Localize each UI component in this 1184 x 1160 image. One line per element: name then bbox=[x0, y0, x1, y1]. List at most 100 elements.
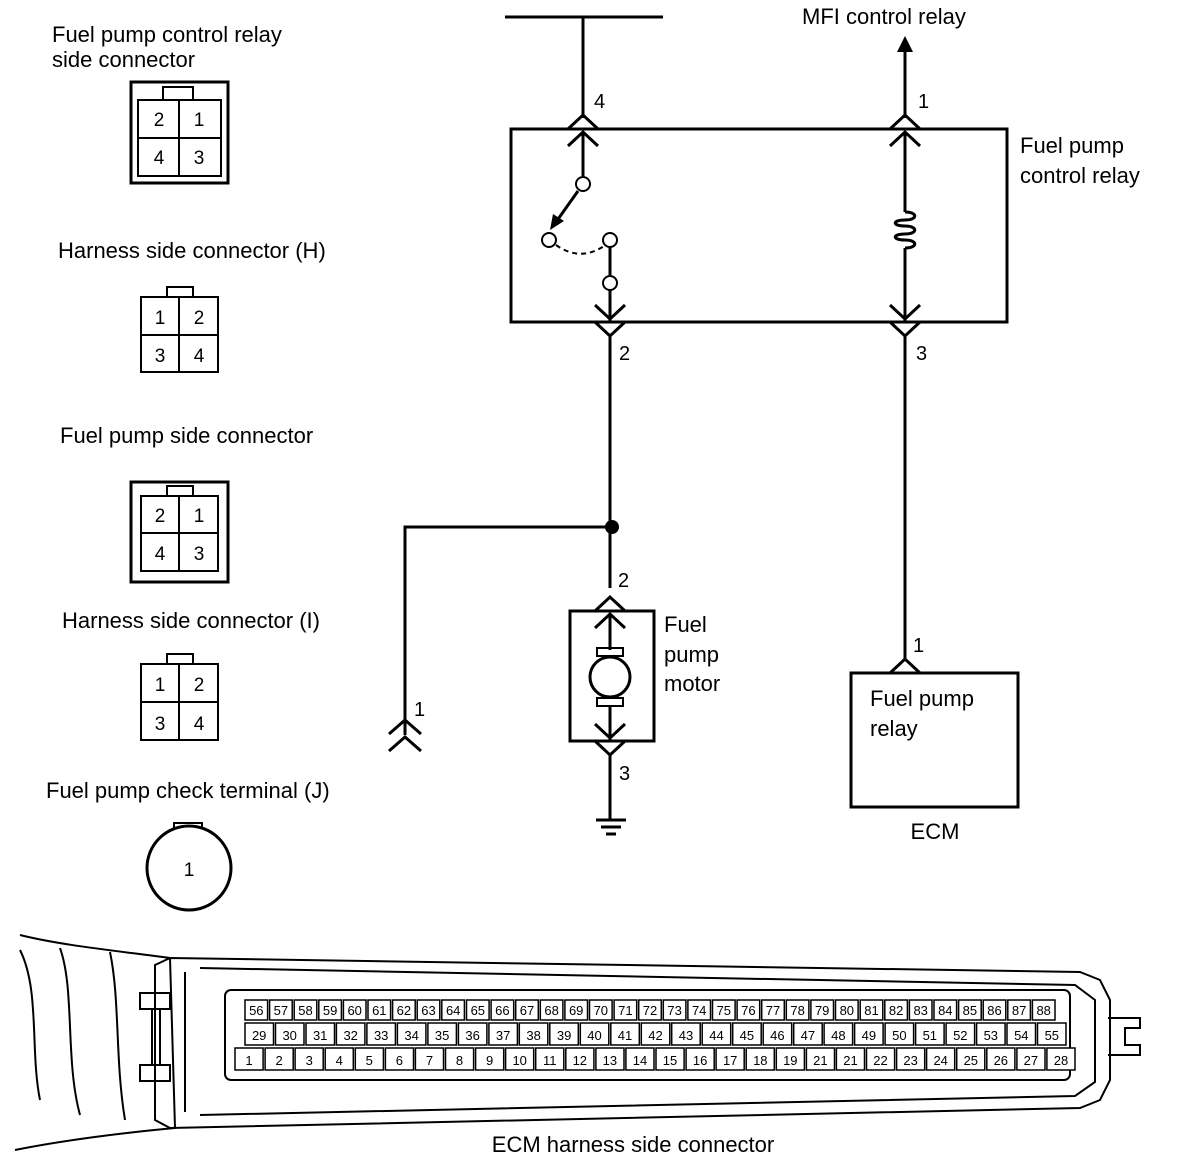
ecm-pin-number: 74 bbox=[692, 1003, 706, 1018]
relay-pin-1: 1 bbox=[918, 91, 929, 113]
check-terminal-wire-pin: 1 bbox=[414, 699, 425, 721]
ecm-pin-number: 3 bbox=[306, 1053, 313, 1068]
ecm-pin-number: 67 bbox=[520, 1003, 534, 1018]
motor-pin-2: 2 bbox=[618, 570, 629, 592]
ecm-pin-cell bbox=[805, 1047, 836, 1071]
ecm-pin-number: 34 bbox=[404, 1028, 418, 1043]
fuel-pump-motor-box bbox=[568, 609, 656, 743]
ecm-pin-cell bbox=[933, 999, 958, 1021]
ecm-pin-cell bbox=[731, 1022, 762, 1046]
ecm-pin-cell bbox=[775, 1047, 806, 1071]
ecm-pin-cell bbox=[662, 999, 687, 1021]
ecm-pin-number: 21 bbox=[813, 1053, 827, 1068]
ecm-pin-cell bbox=[613, 999, 638, 1021]
ecm-pin-cell bbox=[441, 999, 466, 1021]
ecm-pin-number: 44 bbox=[709, 1028, 723, 1043]
ecm-pin-cell bbox=[335, 1022, 366, 1046]
ecm-pin-number: 42 bbox=[648, 1028, 662, 1043]
ecm-pin-number: 62 bbox=[397, 1003, 411, 1018]
ecm-pin-number: 9 bbox=[486, 1053, 493, 1068]
ecm-pin-cell bbox=[504, 1047, 535, 1071]
ecm-pin-number: 6 bbox=[396, 1053, 403, 1068]
harness-i-pin-c: 3 bbox=[155, 714, 166, 735]
ecm-pin-number: 29 bbox=[252, 1028, 266, 1043]
ecm-pin-number: 84 bbox=[938, 1003, 952, 1018]
ecm-pin-number: 32 bbox=[343, 1028, 357, 1043]
ecm-pin-number: 40 bbox=[587, 1028, 601, 1043]
ecm-pin-number: 37 bbox=[496, 1028, 510, 1043]
ecm-pin-cell bbox=[823, 1022, 854, 1046]
ecm-pin-number: 38 bbox=[526, 1028, 540, 1043]
relay-side-connector-title-1: Fuel pump control relay bbox=[52, 22, 282, 47]
ecm-pin-cell bbox=[687, 999, 712, 1021]
ecm-relay-label-1: Fuel pump bbox=[870, 686, 974, 711]
relay-pin-3: 3 bbox=[916, 343, 927, 365]
ecm-pin-cell bbox=[474, 1047, 505, 1071]
ecm-pin-cell bbox=[1031, 999, 1056, 1021]
ecm-pin-cell bbox=[834, 999, 859, 1021]
ecm-pin-number: 53 bbox=[984, 1028, 998, 1043]
pump-side-pin-c: 4 bbox=[155, 544, 166, 565]
ecm-pin-cell bbox=[367, 999, 392, 1021]
ecm-pin-number: 46 bbox=[770, 1028, 784, 1043]
ecm-pin-cell bbox=[745, 1047, 776, 1071]
ecm-pin-number: 28 bbox=[1054, 1053, 1068, 1068]
ecm-pin-number: 70 bbox=[594, 1003, 608, 1018]
ecm-pin-cell bbox=[711, 999, 736, 1021]
ecm-pin-number: 54 bbox=[1014, 1028, 1028, 1043]
ecm-pin-cell bbox=[1006, 1022, 1037, 1046]
ecm-pin-number: 83 bbox=[913, 1003, 927, 1018]
ecm-pin-cell bbox=[465, 999, 490, 1021]
ecm-pin-number: 59 bbox=[323, 1003, 337, 1018]
ecm-pin-number: 88 bbox=[1036, 1003, 1050, 1018]
ecm-pin-cell bbox=[579, 1022, 610, 1046]
ecm-pin-cell bbox=[534, 1047, 565, 1071]
ecm-pin-number: 43 bbox=[679, 1028, 693, 1043]
ecm-pin-cell bbox=[760, 999, 786, 1021]
relay-side-pin-d: 3 bbox=[194, 148, 205, 169]
ecm-pin-number: 50 bbox=[892, 1028, 906, 1043]
relay-pin-2: 2 bbox=[619, 343, 630, 365]
ecm-pin-number: 58 bbox=[298, 1003, 312, 1018]
ecm-pin-number: 61 bbox=[372, 1003, 386, 1018]
motor-pin-3: 3 bbox=[619, 763, 630, 785]
ecm-pin-cell bbox=[457, 1022, 488, 1046]
check-terminal-pin: 1 bbox=[184, 860, 195, 881]
ecm-pin-number: 57 bbox=[274, 1003, 288, 1018]
ecm-fuel-pump-relay-box bbox=[849, 671, 1020, 809]
ecm-pin-number: 17 bbox=[723, 1053, 737, 1068]
ecm-pin-cell bbox=[396, 1022, 427, 1046]
ecm-pin-number: 55 bbox=[1045, 1028, 1059, 1043]
ecm-pin-cell bbox=[701, 1022, 732, 1046]
ecm-pin-number: 14 bbox=[633, 1053, 647, 1068]
ecm-pin-cell bbox=[264, 1047, 294, 1071]
ecm-pin-cell bbox=[294, 1047, 324, 1071]
control-relay-label-2: control relay bbox=[1020, 163, 1140, 188]
ecm-pin-cell bbox=[640, 1022, 671, 1046]
ecm-pin-cell bbox=[975, 1022, 1006, 1046]
mfi-control-relay-label: MFI control relay bbox=[802, 4, 966, 29]
ecm-pin-cell bbox=[792, 1022, 823, 1046]
ecm-pin-cell bbox=[514, 999, 540, 1021]
ecm-pin-number: 13 bbox=[603, 1053, 617, 1068]
ecm-pin-cell bbox=[945, 1022, 976, 1046]
ecm-pin-number: 85 bbox=[963, 1003, 977, 1018]
ecm-pin-cell bbox=[268, 999, 293, 1021]
ecm-pin-cell bbox=[539, 999, 564, 1021]
ecm-pin-number: 23 bbox=[903, 1053, 917, 1068]
ecm-pin-number: 16 bbox=[693, 1053, 707, 1068]
ecm-pin-number: 51 bbox=[923, 1028, 937, 1043]
ecm-pin-cell bbox=[244, 999, 269, 1021]
ecm-pin-cell bbox=[685, 1047, 715, 1071]
ecm-pin-number: 27 bbox=[1024, 1053, 1038, 1068]
ecm-pin-cell bbox=[625, 1047, 655, 1071]
ecm-pin-number: 63 bbox=[421, 1003, 435, 1018]
ecm-pin-cell bbox=[1036, 1022, 1067, 1046]
ecm-pin-number: 45 bbox=[740, 1028, 754, 1043]
ecm-pin-number: 48 bbox=[831, 1028, 845, 1043]
ecm-pin-cell bbox=[518, 1022, 549, 1046]
ecm-pin-cell bbox=[318, 999, 343, 1021]
ecm-pin-number: 52 bbox=[953, 1028, 967, 1043]
